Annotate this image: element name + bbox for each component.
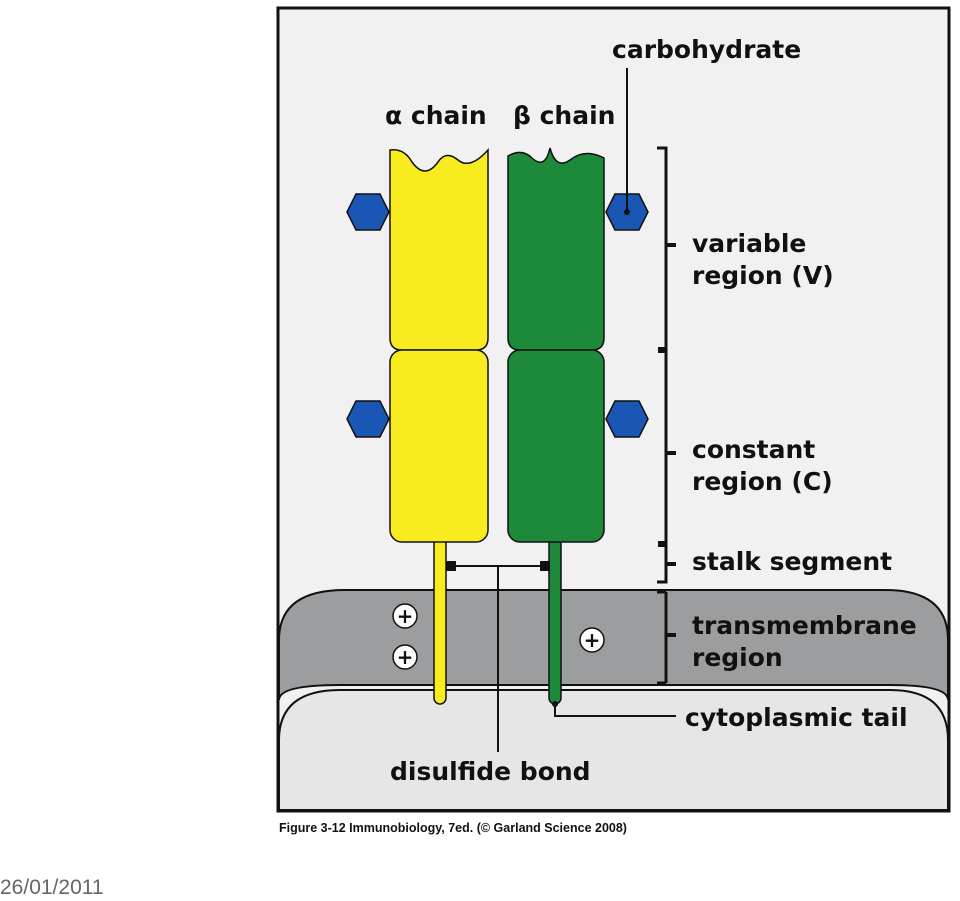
carbohydrate-beta-constant [605,400,649,438]
disulfide-bond-end-beta [540,561,550,571]
charge-marker: + [392,644,418,670]
carbohydrate-alpha-constant [346,400,390,438]
transmembrane-region-label: region [692,643,783,672]
alpha-stalk [433,537,447,705]
svg-text:+: + [397,604,414,628]
cytoplasmic-tail-label: cytoplasmic tail [685,703,908,732]
transmembrane-region-label: transmembrane [692,611,917,640]
disulfide-bond-label: disulfide bond [390,757,591,786]
carbohydrate-label: carbohydrate [612,35,801,64]
bracket-tick-constant [666,451,676,455]
alpha-variable-domain [389,148,489,351]
carbohydrate-alpha-variable [346,193,390,231]
svg-text:+: + [584,628,601,652]
carbohydrate-pointer-dot [624,209,630,215]
variable-region-label: region (V) [692,261,834,290]
constant-region-label: region (C) [692,467,833,496]
alpha-constant-domain [389,349,489,543]
alpha-chain-label: α chain [385,101,487,130]
bracket-tick-c-stalk [658,541,666,547]
svg-text:+: + [397,645,414,669]
membrane-band [278,589,949,701]
cytoplasmic-tail-dot [552,701,558,707]
cytoplasmic-tail-pointer [554,704,676,717]
bracket-tick-v-c [658,347,666,353]
charge-marker: + [392,603,418,629]
figure-caption: Figure 3-12 Immunobiology, 7ed. (© Garla… [279,821,627,835]
charge-marker: + [579,627,605,653]
slide-date: 26/01/2011 [0,876,104,899]
beta-chain-label: β chain [513,101,615,130]
region-brackets [657,146,668,685]
beta-variable-domain [507,147,605,351]
bracket-tick-variable [666,243,676,247]
cytoplasm-region [278,689,949,811]
beta-constant-domain [507,349,605,543]
bracket-tick-stalk [666,562,676,566]
disulfide-bond-end-alpha [446,561,456,571]
variable-region-label: variable [692,229,806,258]
bracket-tick-transmembrane [666,633,676,637]
stalk-segment-label: stalk segment [692,547,892,576]
beta-stalk [548,537,562,705]
constant-region-label: constant [692,435,815,464]
